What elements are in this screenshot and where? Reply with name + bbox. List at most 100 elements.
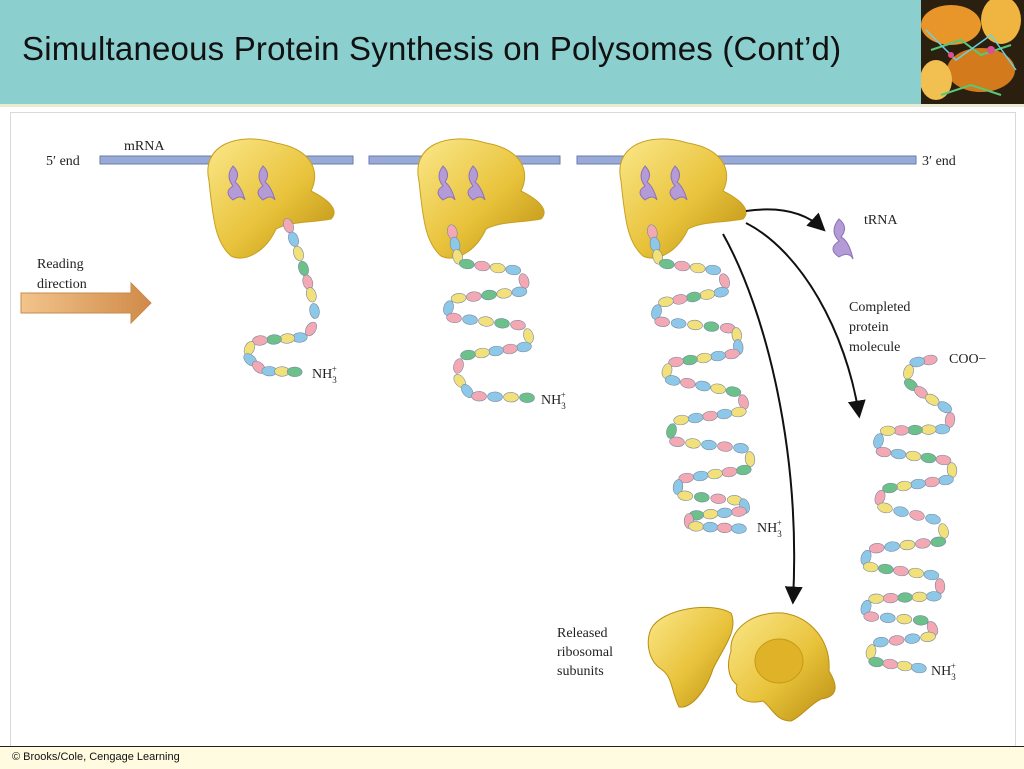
amino-acid-bead <box>873 636 889 648</box>
amino-acid-bead <box>286 366 303 377</box>
amino-acid-bead <box>716 522 733 533</box>
amino-acid-bead <box>446 312 462 324</box>
amino-acid-bead <box>721 466 738 478</box>
amino-acid-bead <box>669 436 685 447</box>
amino-acid-bead <box>666 423 677 439</box>
amino-acid-bead <box>868 593 884 604</box>
five-prime-label: 5′ end <box>46 154 80 169</box>
mrna-label: mRNA <box>124 139 165 154</box>
amino-acid-bead <box>688 521 704 532</box>
amino-acid-bead <box>702 522 719 533</box>
amino-acid-bead <box>924 476 940 488</box>
amino-acid-bead <box>863 611 880 622</box>
amino-acid-bead <box>687 319 703 331</box>
nh3-terminus-label: NH3+ <box>312 364 337 385</box>
amino-acid-bead <box>874 489 886 506</box>
completed-protein-label: protein <box>849 320 889 335</box>
amino-acid-bead <box>920 424 937 435</box>
amino-acid-bead <box>702 410 718 422</box>
amino-acid-bead <box>909 356 925 368</box>
amino-acid-bead <box>505 264 522 276</box>
released-subunits-label: Released <box>557 626 608 641</box>
svg-text:NH3+: NH3+ <box>757 518 782 539</box>
amino-acid-bead <box>678 472 694 484</box>
amino-acid-bead <box>695 380 711 392</box>
large-subunit-cavity <box>754 638 804 684</box>
amino-acid-bead <box>462 314 478 325</box>
amino-acid-bead <box>443 300 454 316</box>
amino-acid-bead <box>710 350 726 362</box>
amino-acid-bead <box>893 565 909 577</box>
amino-acid-bead <box>685 438 701 449</box>
amino-acid-bead <box>298 260 309 277</box>
amino-acid-bead <box>744 451 756 467</box>
amino-acid-bead <box>920 452 937 464</box>
amino-acid-bead <box>466 291 482 302</box>
released-subunits-label: ribosomal <box>557 645 613 660</box>
protein-release-arrow <box>745 222 866 419</box>
amino-acid-bead <box>926 591 942 602</box>
nh3-terminus-label: NH3+ <box>931 661 956 682</box>
amino-acid-bead <box>884 541 900 552</box>
amino-acid-bead <box>658 296 674 308</box>
amino-acid-bead <box>693 492 710 503</box>
amino-acid-bead <box>920 631 936 643</box>
amino-acid-bead <box>882 658 899 670</box>
three-prime-label: 3′ end <box>922 154 956 169</box>
mrna-strand <box>576 155 917 165</box>
amino-acid-bead <box>710 493 727 504</box>
amino-acid-bead <box>860 599 872 616</box>
amino-acid-bead <box>707 468 723 480</box>
amino-acid-bead <box>502 343 518 355</box>
amino-acid-bead <box>934 424 950 435</box>
amino-acid-bead <box>890 448 907 460</box>
amino-acid-bead <box>897 592 913 603</box>
released-trna-icon <box>832 218 854 260</box>
footer-bar: © Brooks/Cole, Cengage Learning <box>0 746 1024 769</box>
amino-acid-bead <box>899 539 916 551</box>
amino-acid-bead <box>680 377 696 389</box>
amino-acid-bead <box>511 286 528 297</box>
amino-acid-bead <box>682 354 698 366</box>
nh3-terminus-label: NH3+ <box>757 518 782 539</box>
amino-acid-bead <box>518 273 530 289</box>
amino-acid-bead <box>252 335 268 346</box>
completed-protein-label: Completed <box>849 300 910 315</box>
amino-acid-bead <box>908 567 924 579</box>
figure-panel: 5′ end mRNA 3′ end Reading direction <box>10 112 1016 748</box>
ribosome <box>207 138 335 259</box>
amino-acid-bead <box>489 262 506 274</box>
amino-acid-bead <box>266 334 282 345</box>
amino-acid-bead <box>731 506 747 517</box>
amino-acid-bead <box>905 450 922 462</box>
amino-acid-bead <box>703 321 720 332</box>
amino-acid-bead <box>510 319 526 331</box>
polypeptide-chains <box>243 218 958 674</box>
amino-acid-bead <box>674 260 691 272</box>
amino-acid-bead <box>911 591 928 603</box>
amino-acid-bead <box>937 401 952 414</box>
amino-acid-bead <box>725 386 742 397</box>
amino-acid-bead <box>912 615 929 626</box>
copyright-credit: © Brooks/Cole, Cengage Learning <box>12 751 180 763</box>
amino-acid-bead <box>868 543 885 554</box>
trna-icon <box>437 165 486 201</box>
amino-acid-bead <box>904 633 921 644</box>
amino-acid-bead <box>478 316 494 327</box>
amino-acid-bead <box>471 391 487 402</box>
amino-acid-bead <box>481 289 497 301</box>
amino-acid-bead <box>717 441 733 452</box>
amino-acid-bead <box>879 612 896 623</box>
reading-direction-arrow <box>20 281 152 325</box>
amino-acid-bead <box>882 482 898 494</box>
amino-acid-bead <box>893 425 910 436</box>
amino-acid-bead <box>915 538 931 549</box>
amino-acid-bead <box>664 375 681 386</box>
amino-acid-bead <box>450 293 467 304</box>
amino-acid-bead <box>474 260 491 272</box>
amino-acid-bead <box>896 660 913 672</box>
amino-acid-bead <box>910 478 926 490</box>
amino-acid-bead <box>877 502 893 514</box>
amino-acid-bead <box>474 347 490 359</box>
amino-acid-bead <box>702 508 719 520</box>
